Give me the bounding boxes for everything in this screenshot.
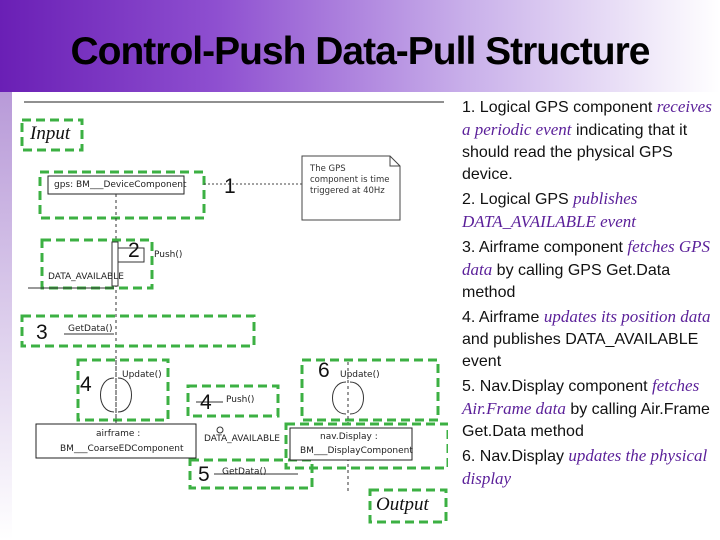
step-1-suffix: indicating that it should read the physi…: [462, 122, 688, 183]
step-number-2: 2: [128, 239, 140, 262]
step-number-3: 3: [36, 321, 48, 344]
step-item-4: 4. Airframe updates its position data an…: [462, 306, 714, 373]
input-dashed-box: [20, 118, 84, 152]
push-label-1: Push(): [154, 250, 183, 260]
update-loop-2b: [349, 381, 364, 415]
data-available-label-2: DATA_AVAILABLE: [204, 434, 280, 444]
step3-dashed-box: [20, 314, 256, 348]
step-4-emphasis: updates its position data: [543, 307, 711, 326]
push-label-2: Push(): [226, 395, 255, 405]
airframe-component-box: [35, 423, 197, 459]
step-5-emphasis: fetches Air.Frame data: [462, 376, 700, 418]
step-2-prefix: 2. Logical GPS: [462, 191, 574, 208]
gps-component-label: gps: BM___DeviceComponent: [54, 180, 187, 190]
update-label-1: Update(): [122, 370, 162, 380]
step-3-suffix: by calling GPS Get.Data method: [462, 262, 671, 301]
header-band: [0, 0, 720, 92]
step-number-6: 6: [318, 359, 330, 382]
step-2-emphasis: publishes DATA_AVAILABLE event: [462, 189, 638, 231]
step-number-4b: 4: [200, 391, 212, 414]
step-4-prefix: 4. Airframe: [462, 309, 544, 326]
note-line-2: component is time: [310, 175, 390, 185]
diagram-canvas: [20, 101, 448, 524]
navdisplay-dashed-box: [284, 422, 448, 470]
get-data-label-2: GetData(): [222, 467, 267, 477]
navdisplay-component-box: [289, 427, 413, 461]
step-3-emphasis: fetches GPS data: [462, 237, 711, 279]
gps-activation: [111, 241, 119, 287]
step-6-emphasis: updates the physical display: [462, 446, 708, 488]
output-label: Output: [376, 494, 429, 515]
step4a-dashed-box: [76, 358, 170, 422]
airframe-label-line2: BM___CoarseEDComponent: [60, 444, 184, 454]
step-item-5: 5. Nav.Display component fetches Air.Fra…: [462, 375, 714, 443]
step-1-emphasis: receives a periodic event: [462, 97, 712, 139]
push-loop-1: [118, 247, 145, 263]
input-label: Input: [30, 123, 71, 144]
gps-dashed-box: [38, 170, 206, 220]
left-accent-bar: [0, 92, 12, 540]
output-dashed-box: [368, 488, 448, 524]
step-5-suffix: by calling Air.Frame Get.Data method: [462, 401, 710, 440]
step-number-1: 1: [224, 175, 236, 198]
page-title: Control-Push Data-Pull Structure: [70, 30, 650, 73]
steps-list: 1. Logical GPS component receives a peri…: [462, 96, 714, 493]
note-fold: [389, 156, 400, 167]
update-label-2: Update(): [340, 370, 380, 380]
step5-dashed-box: [188, 458, 314, 490]
step-3-prefix: 3. Airframe component: [462, 239, 628, 256]
update-loop-1: [100, 377, 115, 413]
step-1-prefix: 1. Logical GPS component: [462, 99, 657, 116]
navdisplay-label-line1: nav.Display :: [320, 432, 378, 442]
airframe-label-line1: airframe :: [96, 429, 141, 439]
step-6-prefix: 6. Nav.Display: [462, 448, 569, 465]
navdisplay-label-line2: BM___DisplayComponent: [300, 446, 413, 456]
step-4-suffix: and publishes DATA_AVAILABLE event: [462, 331, 699, 370]
step-number-4a: 4: [80, 373, 92, 396]
step-item-2: 2. Logical GPS publishes DATA_AVAILABLE …: [462, 188, 714, 234]
step-item-6: 6. Nav.Display updates the physical disp…: [462, 445, 714, 491]
sequence-diagram: Input Output gps: BM___DeviceComponent T…: [18, 92, 448, 530]
step-item-3: 3. Airframe component fetches GPS data b…: [462, 236, 714, 304]
get-data-label-1: GetData(): [68, 324, 113, 334]
step-number-5: 5: [198, 463, 210, 486]
update-loop-1b: [117, 377, 132, 413]
note-line-1: The GPS: [310, 164, 346, 174]
data-available-label-1: DATA_AVAILABLE: [48, 272, 124, 282]
note-line-3: triggered at 40Hz: [310, 186, 385, 196]
interface-lollipop: [216, 426, 224, 434]
step-item-1: 1. Logical GPS component receives a peri…: [462, 96, 714, 186]
update-loop-2: [332, 381, 347, 415]
step-5-prefix: 5. Nav.Display component: [462, 378, 653, 395]
step4b-dashed-box: [186, 384, 280, 418]
note-box: [301, 155, 401, 221]
